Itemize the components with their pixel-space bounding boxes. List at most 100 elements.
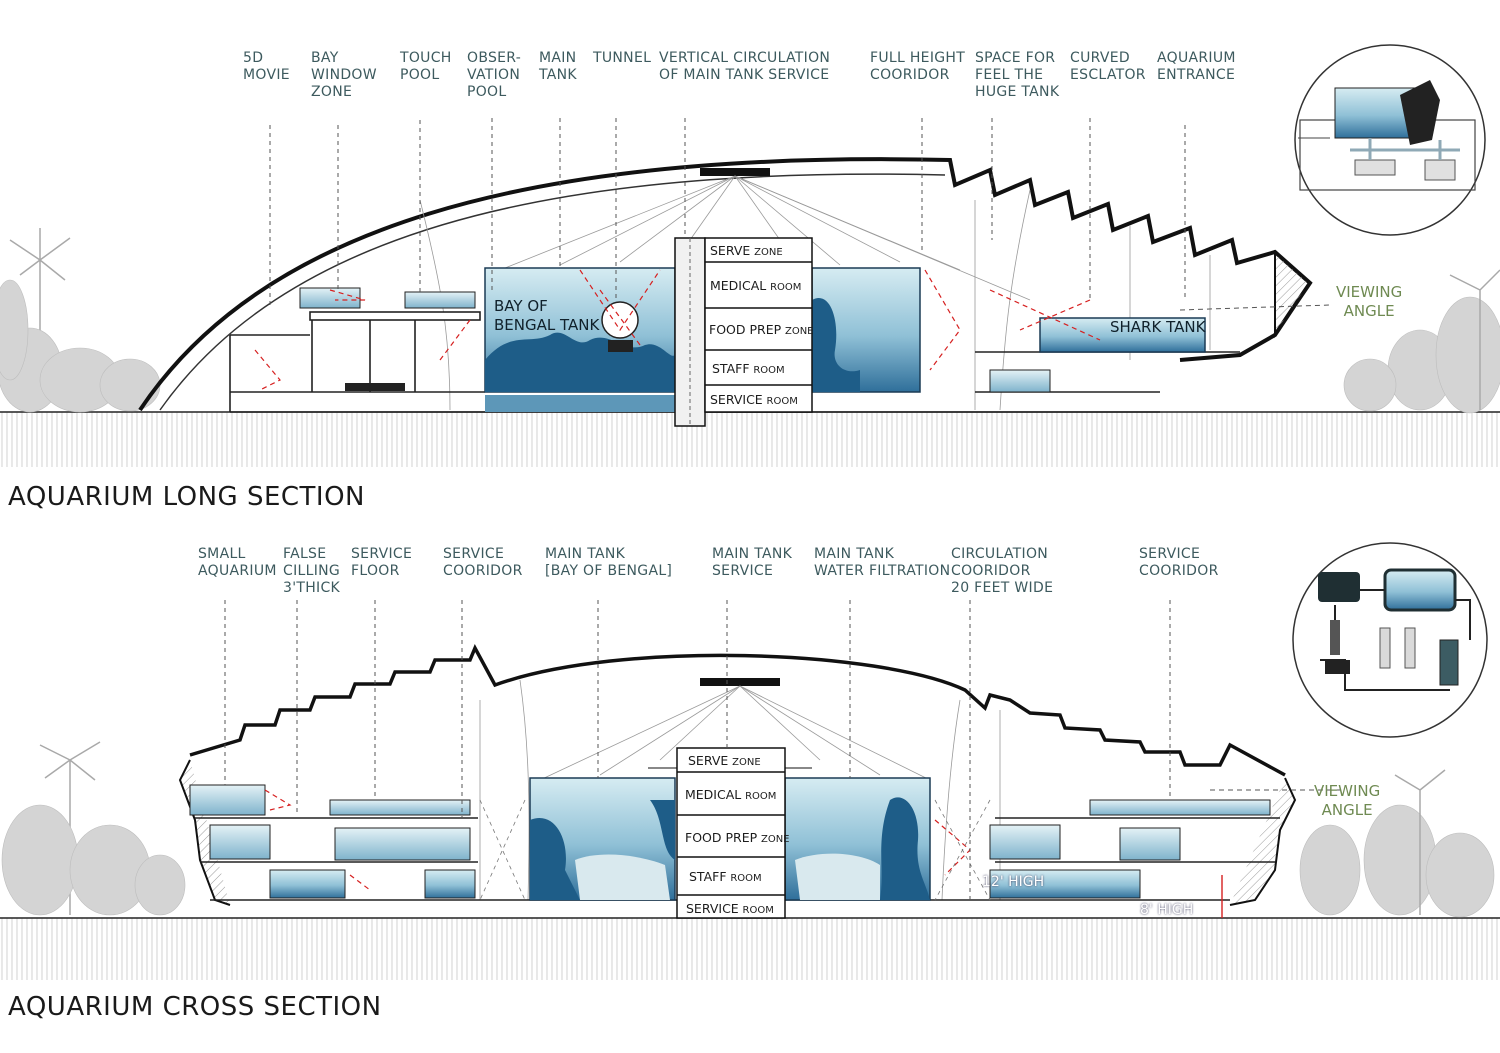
long-callout-5d-movie: 5D MOVIE xyxy=(243,50,290,84)
room-suffix: ROOM xyxy=(730,873,762,884)
cross-callout-service-cooridor-left: SERVICE COORIDOR xyxy=(443,546,523,580)
long-callout-tunnel: TUNNEL xyxy=(593,50,651,67)
callout-line: TANK xyxy=(539,67,577,83)
callout-line: FULL HEIGHT xyxy=(870,50,966,66)
callout-line: WINDOW xyxy=(311,67,377,83)
callout-line: TOUCH xyxy=(400,50,452,66)
tree-silhouettes xyxy=(0,228,1500,414)
cross-section-title: AQUARIUM CROSS SECTION xyxy=(8,992,382,1022)
dimension-8ft-high: 8' HIGH xyxy=(1140,902,1194,918)
callout-line: CIRCULATION xyxy=(951,546,1049,562)
tank-label-line: SHARK TANK xyxy=(1110,318,1206,336)
cross-callout-service-cooridor-right: SERVICE COORIDOR xyxy=(1139,546,1219,580)
callout-line: MAIN TANK xyxy=(814,546,895,562)
callout-line: COORIDOR xyxy=(870,67,950,83)
room-suffix: ROOM xyxy=(766,396,798,407)
callout-line: CURVED xyxy=(1070,50,1130,66)
room-suffix: ROOM xyxy=(742,905,774,916)
room-suffix: ROOM xyxy=(770,282,802,293)
long-callout-main-tank: MAIN TANK xyxy=(539,50,577,84)
cross-room-medical-room: MEDICAL ROOM xyxy=(685,787,776,802)
long-callout-full-height-cooridor: FULL HEIGHT COORIDOR xyxy=(870,50,965,84)
callout-line: 20 FEET WIDE xyxy=(951,580,1054,596)
room-name: SERVICE xyxy=(686,901,739,916)
filtration-inset-diagram xyxy=(1294,44,1486,236)
callout-line: COORIDOR xyxy=(951,563,1031,579)
cross-callout-small-aquarium: SMALL AQUARIUM xyxy=(198,546,277,580)
callout-line: MAIN xyxy=(539,50,577,66)
cross-room-food-prep-zone: FOOD PREP ZONE xyxy=(685,830,790,845)
shark-tank-label: SHARK TANK xyxy=(1110,318,1205,337)
callout-line: ZONE xyxy=(311,84,353,100)
viewing-angle-line: ANGLE xyxy=(1343,302,1395,320)
cross-roof-ribs xyxy=(479,679,1001,901)
bay-of-bengal-tank-label: BAY OF BENGAL TANK xyxy=(494,297,599,335)
long-callout-bay-window-zone: BAY WINDOW ZONE xyxy=(311,50,377,101)
room-suffix: ZONE xyxy=(784,326,814,337)
callout-line: AQUARIUM xyxy=(1157,50,1236,66)
long-callout-aquarium-entrance: AQUARIUM ENTRANCE xyxy=(1157,50,1236,84)
tank-label-line: BAY OF xyxy=(494,297,548,315)
callout-line: BAY xyxy=(311,50,339,66)
room-suffix: ZONE xyxy=(732,757,761,768)
room-name: STAFF xyxy=(689,869,727,884)
callout-line: MAIN TANK xyxy=(545,546,626,562)
callout-line: MAIN TANK xyxy=(712,546,793,562)
callout-line: CILLING xyxy=(283,563,341,579)
cross-callout-circulation-cooridor: CIRCULATION COORIDOR 20 FEET WIDE xyxy=(951,546,1053,597)
callout-line: FALSE xyxy=(283,546,327,562)
callout-line: AQUARIUM xyxy=(198,563,277,579)
callout-line: SPACE FOR xyxy=(975,50,1056,66)
viewing-angle-line: VIEWING xyxy=(1336,283,1403,301)
long-room-staff-room: STAFF ROOM xyxy=(712,361,785,376)
cross-leader-lines xyxy=(224,600,1171,900)
callout-line: TUNNEL xyxy=(593,50,652,66)
room-suffix: ZONE xyxy=(760,834,790,845)
viewing-angle-line: ANGLE xyxy=(1321,801,1373,819)
cross-service-core xyxy=(648,747,812,919)
callout-line: ESCLATOR xyxy=(1070,67,1146,83)
cross-room-service-room: SERVICE ROOM xyxy=(686,901,774,916)
callout-line: COORIDOR xyxy=(1139,563,1219,579)
long-callout-vertical-circulation: VERTICAL CIRCULATION OF MAIN TANK SERVIC… xyxy=(659,50,830,84)
long-room-food-prep-zone: FOOD PREP ZONE xyxy=(709,322,814,337)
long-callout-observation-pool: OBSER- VATION POOL xyxy=(467,50,521,101)
callout-line: [BAY OF BENGAL] xyxy=(545,563,673,579)
callout-line: COORIDOR xyxy=(443,563,523,579)
room-name: MEDICAL xyxy=(685,787,742,802)
cross-section-drawing xyxy=(0,643,1500,980)
callout-line: SERVICE xyxy=(712,563,774,579)
long-room-service-room: SERVICE ROOM xyxy=(710,392,798,407)
viewing-angle-line: VIEWING xyxy=(1314,782,1381,800)
callout-line: FLOOR xyxy=(351,563,400,579)
ground-hatch xyxy=(0,412,1500,467)
room-suffix: ROOM xyxy=(745,791,777,802)
callout-line: POOL xyxy=(467,84,507,100)
callout-line: POOL xyxy=(400,67,440,83)
callout-line: OF MAIN TANK SERVICE xyxy=(659,67,830,83)
room-name: SERVE xyxy=(710,243,751,258)
cross-callout-main-tank-bay-of-bengal: MAIN TANK [BAY OF BENGAL] xyxy=(545,546,672,580)
tree-silhouettes-cross xyxy=(1,741,1495,918)
long-section-drawing xyxy=(0,157,1500,467)
water-treatment-inset-diagram xyxy=(1292,542,1488,738)
callout-line: OBSER- xyxy=(467,50,522,66)
callout-line: HUGE TANK xyxy=(975,84,1060,100)
callout-line: 3'THICK xyxy=(283,580,341,596)
long-section-title: AQUARIUM LONG SECTION xyxy=(8,482,366,512)
long-leader-lines xyxy=(269,118,1186,305)
long-room-serve-zone: SERVE ZONE xyxy=(710,243,783,258)
callout-line: FEEL THE xyxy=(975,67,1044,83)
cross-room-staff-room: STAFF ROOM xyxy=(689,869,762,884)
shark-tank xyxy=(1039,317,1206,353)
cross-roof-shell xyxy=(189,643,1286,777)
room-name: SERVICE xyxy=(710,392,763,407)
dimension-12ft-high: 12' HIGH xyxy=(982,874,1045,890)
cross-viewing-angle-label: VIEWING ANGLE xyxy=(1314,782,1380,820)
long-callout-space-for-feel: SPACE FOR FEEL THE HUGE TANK xyxy=(975,50,1059,101)
ground-hatch-cross xyxy=(0,918,1500,980)
cross-callout-false-cilling: FALSE CILLING 3'THICK xyxy=(283,546,340,597)
room-suffix: ZONE xyxy=(754,247,783,258)
callout-line: WATER FILTRATION xyxy=(814,563,951,579)
